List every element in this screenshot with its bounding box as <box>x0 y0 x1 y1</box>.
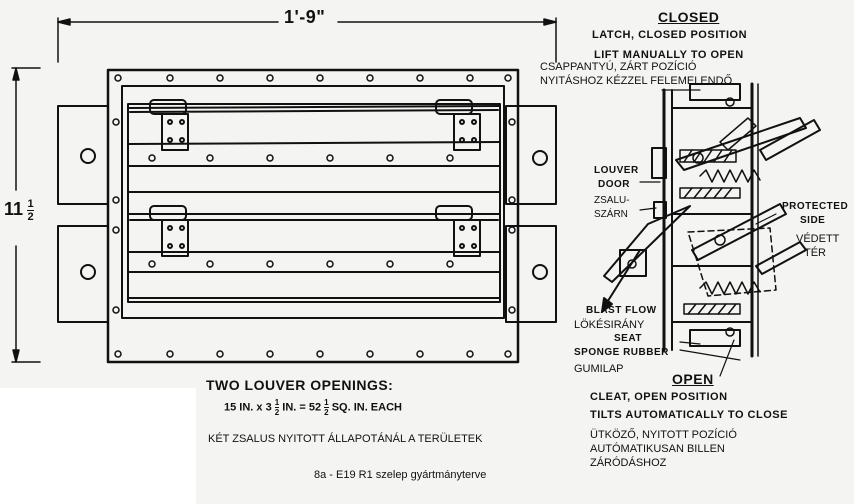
right-mounting-tab-bottom <box>505 225 557 323</box>
louver-door-label-2: DOOR <box>598 179 630 190</box>
open-hu-1: ÜTKÖZŐ, NYITOTT POZÍCIÓ <box>590 429 737 441</box>
closed-desc-2: LIFT MANUALLY TO OPEN <box>594 49 744 61</box>
formula-fraction-2: 1 2 <box>324 398 329 417</box>
louver-hu-2: SZÁRN <box>594 209 628 220</box>
area-formula: 15 IN. x 3 1 2 IN. = 52 1 2 SQ. IN. EACH <box>224 398 402 417</box>
seat-label-2: SPONGE RUBBER <box>574 347 669 358</box>
open-hu-3: ZÁRÓDÁSHOZ <box>590 457 667 469</box>
open-desc-2: TILTS AUTOMATICALLY TO CLOSE <box>590 409 788 421</box>
latch-arm-closed <box>675 117 807 171</box>
open-title: OPEN <box>672 371 714 387</box>
closing-spring-top <box>699 169 761 183</box>
closing-spring-bottom <box>699 281 761 295</box>
open-hu-2: AUTÓMATIKUSAN BILLEN <box>590 443 725 455</box>
blank-white-patch <box>0 388 196 504</box>
closed-hu-1: CSAPPANTYÚ, ZÁRT POZÍCIÓ <box>540 61 697 73</box>
louver-door-open <box>603 205 691 283</box>
formula-part-a: 15 IN. x 3 <box>224 401 272 414</box>
louver-blade-top <box>127 99 501 193</box>
seat-hu: GUMILAP <box>574 363 624 375</box>
formula-fraction-1: 1 2 <box>274 398 280 417</box>
open-position-outline <box>687 227 777 297</box>
closed-desc-1: LATCH, CLOSED POSITION <box>592 29 748 41</box>
left-mounting-tab-top <box>57 105 109 205</box>
outer-frame <box>106 68 520 364</box>
formula-part-c: SQ. IN. EACH <box>331 401 402 414</box>
seat-label-1: SEAT <box>614 333 642 344</box>
notes-title: TWO LOUVER OPENINGS: <box>206 377 394 393</box>
height-whole: 11 <box>4 198 24 219</box>
blast-flow-hu: LÖKÉSIRÁNY <box>574 319 645 331</box>
left-mounting-tab-bottom <box>57 225 109 323</box>
width-dimension-label: 1'-9" <box>284 7 326 27</box>
open-desc-1: CLEAT, OPEN POSITION <box>590 391 728 403</box>
closed-hu-2: NYITÁSHOZ KÉZZEL FELEMELENDŐ <box>540 75 733 87</box>
notes-hu: KÉT ZSALUS NYITOTT ÁLLAPOTÁNÁL A TERÜLET… <box>208 433 483 445</box>
protected-side-2: SIDE <box>800 215 826 226</box>
formula-part-b: IN. = 52 <box>282 401 322 414</box>
height-dimension-label: 11 1 2 <box>4 198 34 223</box>
protected-side-1: PROTECTED <box>782 201 849 212</box>
height-dimension-line <box>11 67 41 363</box>
louver-hu-1: ZSALU- <box>594 195 630 206</box>
protected-hu-2: TÉR <box>804 247 826 259</box>
right-mounting-tab-top <box>505 105 557 205</box>
width-dimension-line <box>57 17 557 63</box>
louver-door-label-1: LOUVER <box>594 165 639 176</box>
protected-hu-1: VÉDETT <box>796 233 840 245</box>
height-fraction: 1 2 <box>27 198 34 223</box>
front-view <box>11 17 557 364</box>
blast-flow-label: BLAST FLOW <box>586 305 657 316</box>
louver-blade-bottom <box>127 205 501 299</box>
frame-rivets <box>112 74 516 358</box>
section-view <box>601 82 821 377</box>
figure-caption: 8a - E19 R1 szelep gyártmányterve <box>314 469 487 481</box>
closed-title: CLOSED <box>658 9 720 25</box>
